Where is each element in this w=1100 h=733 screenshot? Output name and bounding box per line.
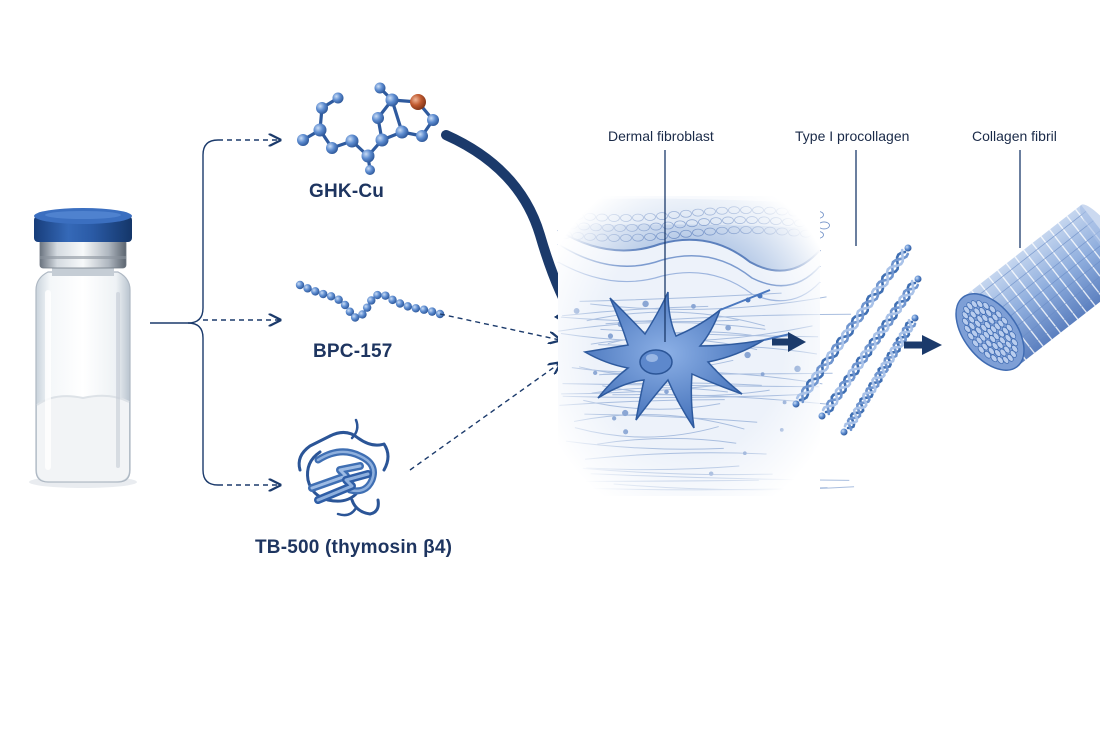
dashed-arrows-to-peptides bbox=[203, 140, 280, 485]
fibroblast-label: Dermal fibroblast bbox=[608, 128, 714, 144]
label-leader-lines bbox=[664, 150, 1021, 342]
tb-500-label: TB-500 (thymosin β4) bbox=[255, 537, 453, 558]
dashed-arrows-to-fibroblast bbox=[409, 313, 560, 471]
collagen-fibril bbox=[955, 204, 1100, 371]
procollagen-to-fibril-arrow bbox=[904, 335, 942, 355]
bpc-157-chain bbox=[295, 280, 445, 322]
fibril-label: Collagen fibril bbox=[972, 128, 1057, 144]
distribution-bracket bbox=[150, 139, 219, 486]
peptide-vial bbox=[29, 208, 137, 488]
fibroblast-to-procollagen-arrow bbox=[772, 332, 806, 352]
ghk-cu-molecule bbox=[297, 82, 439, 175]
ghk-to-fibroblast-arrow bbox=[441, 130, 585, 336]
fibroblast-cell bbox=[582, 289, 791, 429]
copper-atom bbox=[410, 94, 426, 110]
tb-500-protein bbox=[297, 418, 390, 517]
bpc-157-label: BPC-157 bbox=[313, 341, 393, 362]
ghk-cu-label: GHK-Cu bbox=[309, 181, 385, 202]
procollagen-label: Type I procollagen bbox=[795, 128, 910, 144]
